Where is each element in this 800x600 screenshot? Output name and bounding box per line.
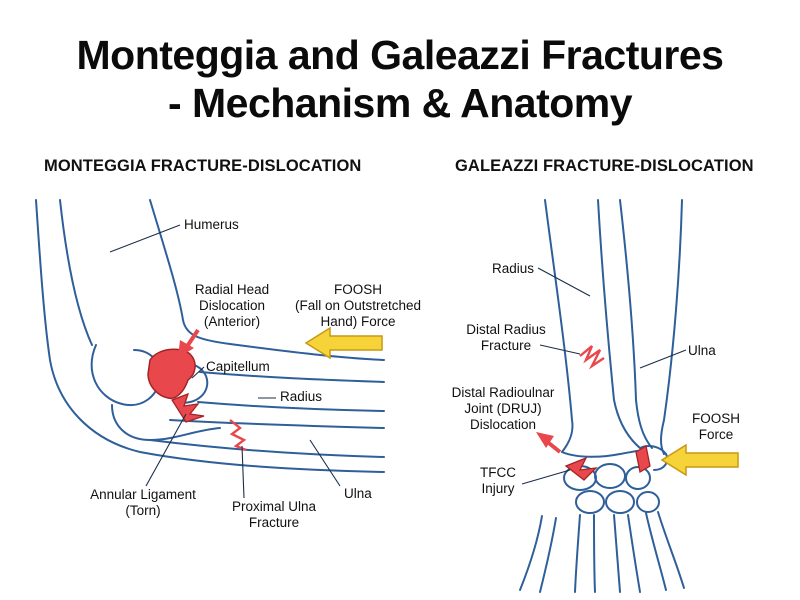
metacarpal	[519, 515, 543, 591]
leader-g-ulna	[639, 349, 687, 369]
carpal-bone	[605, 490, 635, 514]
druj-dislocation-arrow-icon	[536, 432, 562, 454]
radius-shaft-upper	[199, 371, 385, 383]
label-foosh-galeazzi: FOOSH Force	[691, 411, 740, 442]
metacarpal	[613, 514, 621, 593]
proximal-ulna-fracture	[229, 419, 247, 452]
druj-injury	[635, 444, 651, 474]
carpal-bone	[636, 491, 660, 513]
metacarpal	[539, 517, 557, 593]
ulna-shaft-upper	[169, 419, 385, 429]
label-druj-dislocation: Distal Radioulnar Joint (DRUJ) Dislocati…	[451, 385, 555, 432]
metacarpal	[645, 512, 667, 591]
label-distal-radius-fracture: Distal Radius Fracture	[466, 322, 546, 353]
ulna-shaft-lower	[149, 439, 385, 458]
label-ulna-galeazzi: Ulna	[688, 343, 716, 358]
metacarpal	[657, 511, 685, 589]
carpal-bone	[575, 490, 605, 514]
label-capitellum: Capitellum	[206, 359, 270, 374]
radius-shaft-lower	[197, 401, 385, 412]
label-ulna-monteggia: Ulna	[344, 486, 372, 501]
humerus-bone	[35, 199, 385, 473]
leader-humerus	[109, 224, 181, 253]
label-tfcc-injury: TFCC Injury	[480, 465, 516, 496]
metacarpal	[574, 514, 581, 593]
label-radial-head-dislocation: Radial Head Dislocation (Anterior)	[194, 282, 270, 329]
humerus-inner-line	[59, 199, 93, 346]
tfcc-injury	[564, 456, 598, 481]
leader-g-distal-radius	[539, 344, 581, 355]
metacarpal	[593, 514, 596, 593]
label-annular-ligament: Annular Ligament (Torn)	[90, 487, 196, 518]
metacarpal	[627, 514, 641, 593]
leader-annular	[145, 413, 187, 487]
label-humerus: Humerus	[184, 217, 239, 232]
radius-shaft-right	[597, 199, 641, 449]
leader-capitellum	[191, 366, 205, 379]
distal-ulna-head	[639, 445, 669, 471]
label-radius-monteggia: Radius	[280, 389, 323, 404]
galeazzi-heading: GALEAZZI FRACTURE-DISLOCATION	[455, 157, 754, 175]
radius-shaft-left	[544, 199, 574, 453]
leader-g-radius	[537, 267, 591, 297]
foosh-force-arrow-icon	[304, 326, 383, 360]
dislocation-arrow-icon	[178, 328, 200, 358]
page-title-line-1: Monteggia and Galeazzi Fractures	[76, 32, 725, 78]
label-foosh-monteggia: FOOSH (Fall on Outstretched Hand) Force	[294, 282, 422, 329]
leader-g-tfcc	[521, 469, 571, 485]
leader-ulna	[309, 439, 341, 487]
distal-radius-end	[561, 449, 647, 458]
carpal-bone	[625, 466, 651, 490]
ulna-shaft-left	[619, 199, 653, 449]
label-proximal-ulna-fracture: Proximal Ulna Fracture	[231, 499, 317, 530]
foosh-force-arrow-icon	[660, 443, 739, 477]
label-radius-galeazzi: Radius	[492, 261, 535, 276]
leader-proximal-ulna	[241, 445, 245, 499]
page-title-line-2: - Mechanism & Anatomy	[167, 80, 633, 126]
annular-ligament-torn	[171, 392, 205, 423]
distal-radius-fracture	[579, 345, 605, 370]
carpal-bone	[594, 463, 626, 489]
monteggia-heading: MONTEGGIA FRACTURE-DISLOCATION	[44, 157, 362, 175]
ulna-shaft-right	[660, 199, 683, 455]
radial-head-dislocated	[147, 348, 196, 400]
